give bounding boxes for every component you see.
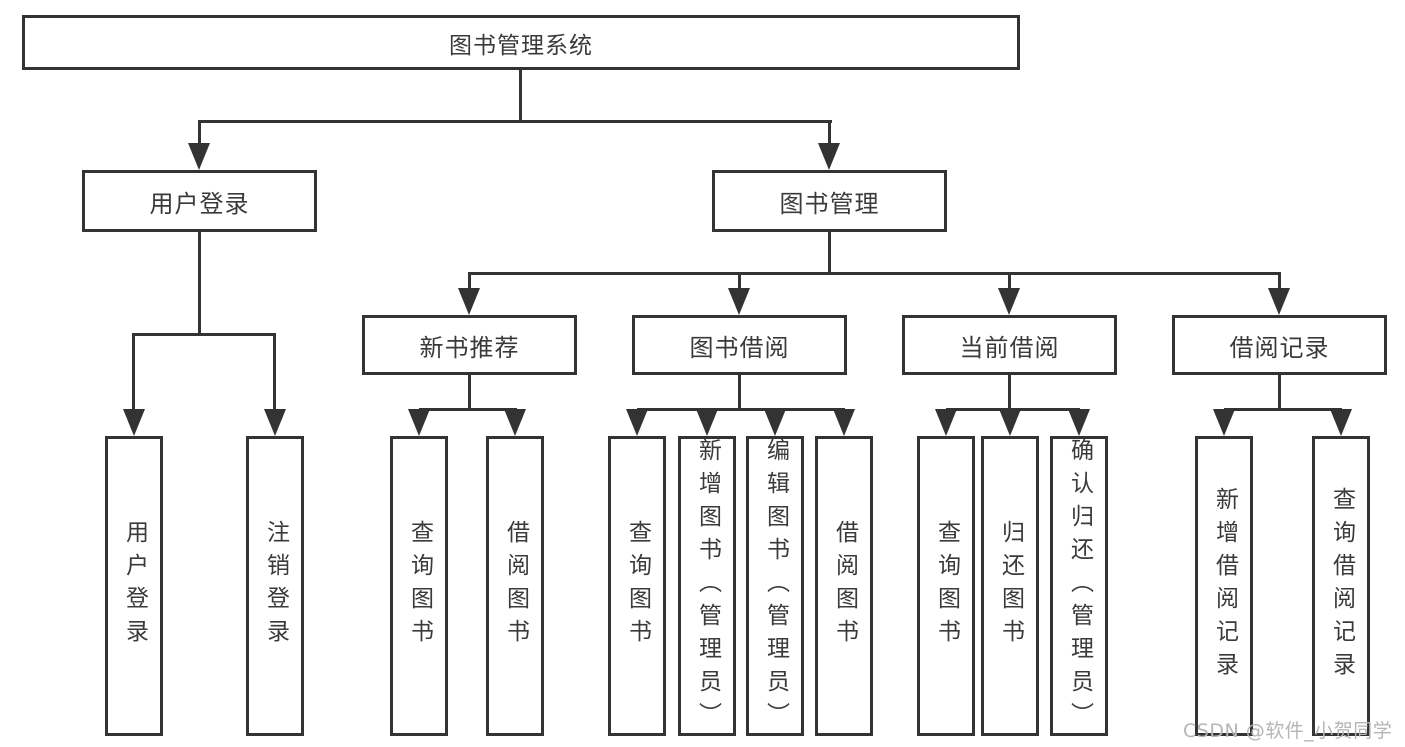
- connector-line: [828, 232, 831, 274]
- arrowhead-down-icon: [1330, 409, 1352, 436]
- arrowhead-down-icon: [188, 143, 210, 170]
- arrowhead-down-icon: [764, 409, 786, 436]
- leaf-label: 借阅图书: [831, 520, 858, 652]
- node-book-management: 图书管理: [712, 170, 947, 232]
- leaf-label: 查询图书: [406, 520, 433, 652]
- connector-line: [198, 232, 201, 336]
- arrowhead-down-icon: [935, 409, 957, 436]
- arrowhead-down-icon: [458, 288, 480, 315]
- node-borrowing-records: 借阅记录: [1172, 315, 1387, 375]
- arrowhead-down-icon: [264, 409, 286, 436]
- arrowhead-down-icon: [626, 409, 648, 436]
- leaf-borrow-books: 借阅图书: [815, 436, 873, 736]
- leaf-add-books-admin: 新增图书（管理员）: [678, 436, 736, 736]
- leaf-confirm-return-admin: 确认归还（管理员）: [1050, 436, 1108, 736]
- node-user-login: 用户登录: [82, 170, 317, 232]
- arrowhead-down-icon: [728, 288, 750, 315]
- leaf-query-books: 查询图书: [608, 436, 666, 736]
- connector-line: [1008, 375, 1011, 411]
- connector-line: [133, 333, 276, 336]
- connector-line: [519, 70, 522, 122]
- leaf-label: 新增借阅记录: [1211, 487, 1238, 685]
- connector-line: [132, 333, 135, 411]
- arrowhead-down-icon: [696, 409, 718, 436]
- node-current-borrowing: 当前借阅: [902, 315, 1117, 375]
- arrowhead-down-icon: [818, 143, 840, 170]
- arrowhead-down-icon: [833, 409, 855, 436]
- leaf-label: 编辑图书（管理员）: [762, 437, 789, 735]
- connector-line: [1224, 408, 1342, 411]
- connector-line: [199, 120, 832, 123]
- node-new-book-recommendation: 新书推荐: [362, 315, 577, 375]
- connector-line: [419, 408, 517, 411]
- leaf-label: 归还图书: [997, 520, 1024, 652]
- arrowhead-down-icon: [998, 288, 1020, 315]
- arrowhead-down-icon: [1068, 409, 1090, 436]
- leaf-label: 查询图书: [933, 520, 960, 652]
- connector-line: [468, 375, 471, 411]
- leaf-query-borrow-record: 查询借阅记录: [1312, 436, 1370, 736]
- connector-line: [468, 272, 471, 290]
- leaf-query-books: 查询图书: [390, 436, 448, 736]
- node-library-management-system: 图书管理系统: [22, 15, 1020, 70]
- leaf-label: 新增图书（管理员）: [694, 437, 721, 735]
- connector-line: [738, 375, 741, 411]
- connector-line: [273, 333, 276, 411]
- connector-line: [1008, 272, 1011, 290]
- leaf-label: 用户登录: [121, 520, 148, 652]
- connector-line: [468, 272, 1281, 275]
- leaf-label: 确认归还（管理员）: [1066, 437, 1093, 735]
- connector-line: [198, 120, 201, 148]
- leaf-logout: 注销登录: [246, 436, 304, 736]
- leaf-label: 借阅图书: [502, 520, 529, 652]
- leaf-borrow-books: 借阅图书: [486, 436, 544, 736]
- arrowhead-down-icon: [999, 409, 1021, 436]
- leaf-label: 查询图书: [624, 520, 651, 652]
- leaf-label: 查询借阅记录: [1328, 487, 1355, 685]
- leaf-user-login: 用户登录: [105, 436, 163, 736]
- leaf-add-borrow-record: 新增借阅记录: [1195, 436, 1253, 736]
- arrowhead-down-icon: [1268, 288, 1290, 315]
- connector-line: [637, 408, 845, 411]
- arrowhead-down-icon: [504, 409, 526, 436]
- connector-line: [738, 272, 741, 290]
- leaf-query-books: 查询图书: [917, 436, 975, 736]
- leaf-return-books: 归还图书: [981, 436, 1039, 736]
- connector-line: [1278, 375, 1281, 411]
- node-book-borrowing: 图书借阅: [632, 315, 847, 375]
- csdn-watermark: CSDN @软件_小贺同学: [1183, 720, 1393, 742]
- connector-line: [828, 120, 831, 148]
- leaf-edit-books-admin: 编辑图书（管理员）: [746, 436, 804, 736]
- connector-line: [1278, 272, 1281, 290]
- leaf-label: 注销登录: [262, 520, 289, 652]
- arrowhead-down-icon: [408, 409, 430, 436]
- arrowhead-down-icon: [123, 409, 145, 436]
- arrowhead-down-icon: [1213, 409, 1235, 436]
